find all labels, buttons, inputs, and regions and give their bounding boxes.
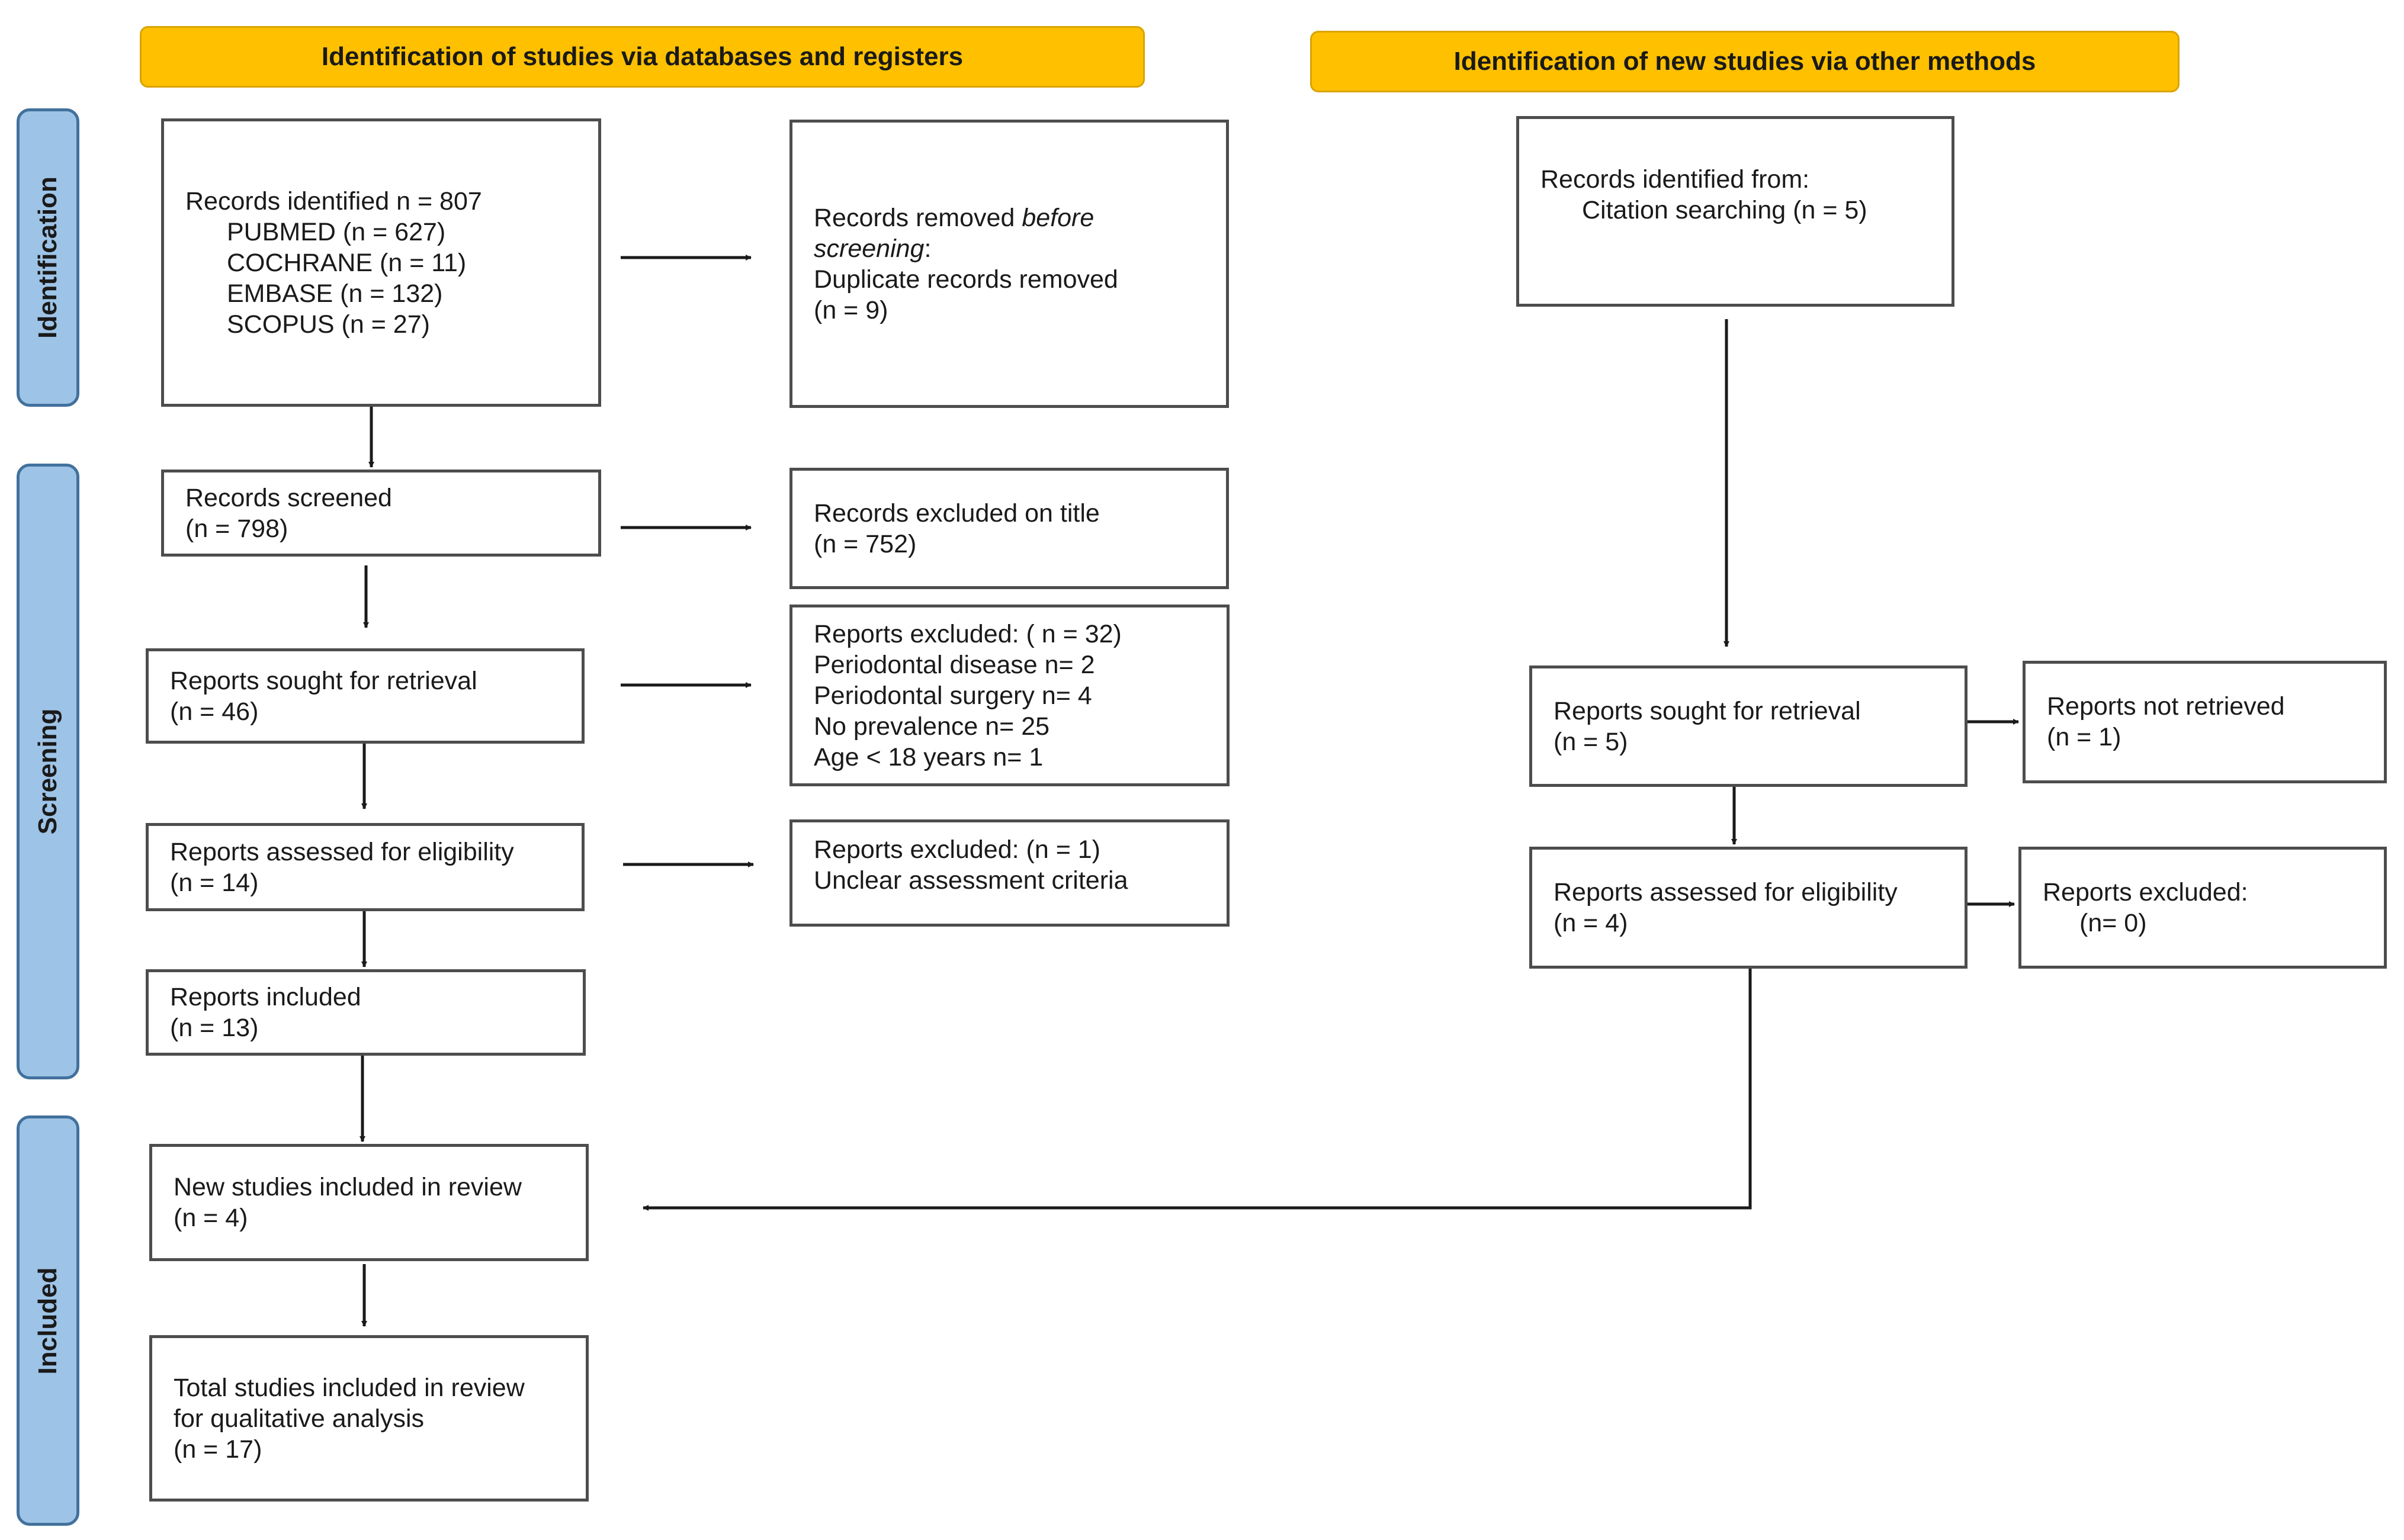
header-other-methods-text: Identification of new studies via other …	[1453, 47, 2036, 76]
reports-sought-box: Reports sought for retrieval (n = 46)	[146, 648, 585, 744]
records-removed-title-cont: screening:	[814, 233, 1215, 264]
right-reports-assessed-title: Reports assessed for eligibility	[1554, 878, 1898, 906]
header-databases-text: Identification of studies via databases …	[321, 42, 964, 71]
records-screened-title: Records screened	[185, 483, 392, 512]
records-identified-box: Records identified n = 807 PUBMED (n = 6…	[161, 118, 601, 407]
reports-sought-count: (n = 46)	[170, 697, 259, 726]
citation-records-box: Records identified from: Citation search…	[1516, 116, 1954, 307]
right-reports-assessed-count: (n = 4)	[1554, 909, 1628, 937]
records-removed-prefix: Records removed	[814, 203, 1022, 232]
reports-assessed-title: Reports assessed for eligibility	[170, 837, 514, 866]
exclusion-reason: Periodontal surgery n= 4	[814, 681, 1092, 710]
right-reports-excluded-box: Reports excluded: (n= 0)	[2018, 847, 2387, 969]
reports-excluded-reasons-title: Reports excluded: ( n = 32)	[814, 619, 1122, 648]
total-studies-line1: Total studies included in review	[174, 1373, 525, 1402]
header-other-methods: Identification of new studies via other …	[1310, 31, 2180, 92]
reports-assessed-box: Reports assessed for eligibility (n = 14…	[146, 823, 585, 911]
reports-excluded-criteria-reason: Unclear assessment criteria	[814, 866, 1128, 895]
citation-records-detail: Citation searching (n = 5)	[1582, 196, 1867, 224]
total-studies-box: Total studies included in review for qua…	[149, 1335, 589, 1502]
right-reports-excluded-title: Reports excluded:	[2043, 878, 2248, 906]
reports-included-title: Reports included	[170, 983, 361, 1011]
right-reports-excluded-count: (n= 0)	[2079, 909, 2147, 937]
reports-not-retrieved-count: (n = 1)	[2047, 723, 2121, 751]
right-reports-sought-box: Reports sought for retrieval (n = 5)	[1529, 665, 1968, 787]
right-reports-assessed-box: Reports assessed for eligibility (n = 4)	[1529, 847, 1968, 969]
records-screened-count: (n = 798)	[185, 514, 288, 543]
reports-not-retrieved-title: Reports not retrieved	[2047, 692, 2285, 721]
citation-records-title: Records identified from:	[1540, 165, 1810, 194]
new-studies-box: New studies included in review (n = 4)	[149, 1144, 589, 1261]
records-excluded-title-count: (n = 752)	[814, 529, 917, 558]
embase-count: EMBASE (n = 132)	[227, 279, 443, 308]
records-removed-emphasis-screening: screening	[814, 234, 925, 263]
reports-excluded-criteria-title: Reports excluded: (n = 1)	[814, 835, 1101, 864]
reports-assessed-count: (n = 14)	[170, 868, 259, 897]
records-removed-box: Records removed before screening: Duplic…	[789, 120, 1229, 408]
reports-included-count: (n = 13)	[170, 1014, 259, 1042]
pubmed-count: PUBMED (n = 627)	[227, 217, 446, 246]
records-identified-title: Records identified n = 807	[185, 187, 482, 216]
scopus-count: SCOPUS (n = 27)	[227, 310, 430, 339]
reports-not-retrieved-box: Reports not retrieved (n = 1)	[2023, 661, 2387, 783]
header-databases: Identification of studies via databases …	[140, 26, 1145, 88]
records-removed-suffix: :	[924, 234, 932, 263]
reports-included-box: Reports included (n = 13)	[146, 969, 586, 1056]
records-screened-box: Records screened (n = 798)	[161, 470, 601, 557]
records-excluded-title-box: Records excluded on title (n = 752)	[789, 468, 1229, 589]
records-removed-emphasis-before: before	[1022, 203, 1095, 232]
records-removed-title: Records removed before	[814, 202, 1215, 233]
records-removed-detail: Duplicate records removed	[814, 265, 1118, 294]
records-removed-count: (n = 9)	[814, 295, 888, 324]
reports-excluded-reasons-box: Reports excluded: ( n = 32) Periodontal …	[789, 605, 1230, 786]
phase-identification: Identification	[17, 108, 79, 407]
right-reports-sought-count: (n = 5)	[1554, 727, 1628, 756]
phase-included: Included	[17, 1115, 79, 1526]
phase-screening: Screening	[17, 464, 79, 1079]
exclusion-reason: No prevalence n= 25	[814, 712, 1050, 741]
records-excluded-title-label: Records excluded on title	[814, 499, 1100, 528]
right-reports-sought-title: Reports sought for retrieval	[1554, 696, 1861, 725]
total-studies-line2: for qualitative analysis	[174, 1404, 425, 1433]
arrow-right-to-new-studies	[643, 969, 1752, 1211]
exclusion-reason: Age < 18 years n= 1	[814, 742, 1044, 771]
new-studies-title: New studies included in review	[174, 1173, 522, 1201]
new-studies-count: (n = 4)	[174, 1204, 248, 1232]
cochrane-count: COCHRANE (n = 11)	[227, 248, 467, 277]
reports-excluded-criteria-box: Reports excluded: (n = 1) Unclear assess…	[789, 819, 1230, 927]
total-studies-count: (n = 17)	[174, 1435, 262, 1464]
reports-sought-title: Reports sought for retrieval	[170, 666, 477, 695]
exclusion-reason: Periodontal disease n= 2	[814, 650, 1095, 679]
